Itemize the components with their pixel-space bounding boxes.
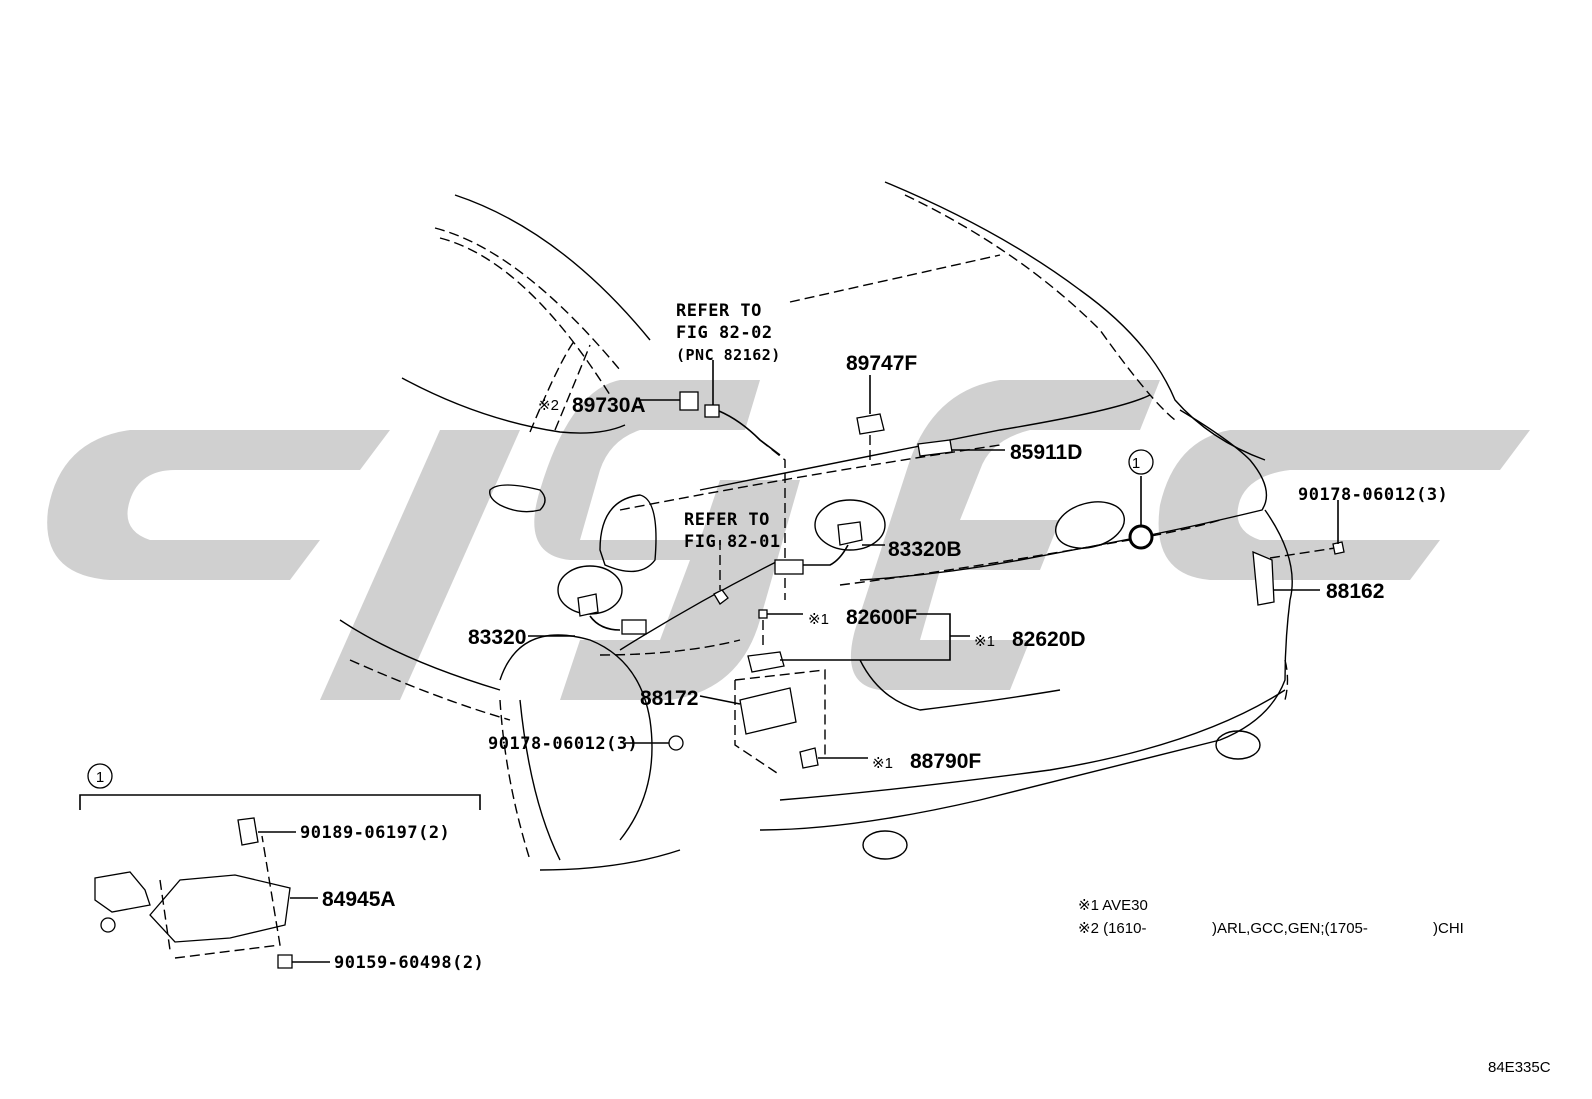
connector-89730A-shape bbox=[679, 391, 699, 411]
mark-82600F: ※1 bbox=[808, 611, 829, 628]
leader-lines bbox=[528, 360, 1339, 759]
parts-shapes bbox=[557, 391, 1345, 776]
sensor-83320B-shape bbox=[837, 521, 863, 546]
sensor-83320-shape bbox=[577, 593, 599, 617]
label-90178-left: 90178-06012(3) bbox=[488, 734, 638, 754]
label-89730A: 89730A bbox=[572, 394, 646, 417]
refer-82-02-line1: REFER TO bbox=[676, 301, 762, 321]
label-88172: 88172 bbox=[640, 687, 698, 710]
note-2b: )ARL,GCC,GEN;(1705- bbox=[1212, 920, 1368, 937]
inset-detail bbox=[79, 763, 481, 969]
mark-88790F: ※1 bbox=[872, 755, 893, 772]
note-1: ※1 AVE30 bbox=[1078, 897, 1148, 914]
diagram-code: 84E335C bbox=[1488, 1059, 1551, 1076]
vehicle-body-outline bbox=[339, 181, 1293, 871]
note-2c: )CHI bbox=[1433, 920, 1464, 937]
label-84945A: 84945A bbox=[322, 888, 396, 911]
label-82620D: 82620D bbox=[1012, 628, 1086, 651]
watermark-logo bbox=[47, 380, 1530, 700]
label-90159: 90159-60498(2) bbox=[334, 953, 484, 973]
part-89747F-shape bbox=[856, 413, 885, 435]
label-90178-right: 90178-06012(3) bbox=[1298, 485, 1448, 505]
note-2a: ※2 (1610- bbox=[1078, 920, 1146, 937]
label-83320: 83320 bbox=[468, 626, 526, 649]
part-85911D-shape bbox=[917, 439, 953, 457]
label-83320B: 83320B bbox=[888, 538, 962, 561]
mark-89730A: ※2 bbox=[538, 397, 559, 414]
module-88172-shape bbox=[739, 687, 797, 735]
callout-1-main: 1 bbox=[1132, 455, 1140, 472]
label-88162: 88162 bbox=[1326, 580, 1384, 603]
refer-82-02-line2: FIG 82-02 bbox=[676, 323, 773, 343]
refer-82-01-line1: REFER TO bbox=[684, 510, 770, 530]
label-89747F: 89747F bbox=[846, 352, 917, 375]
sensor-88162-shape bbox=[1252, 550, 1275, 606]
label-82600F: 82600F bbox=[846, 606, 917, 629]
refer-82-01-line2: FIG 82-01 bbox=[684, 532, 781, 552]
label-85911D: 85911D bbox=[1010, 441, 1082, 464]
refer-82-02-line3: (PNC 82162) bbox=[676, 346, 781, 364]
label-90189: 90189-06197(2) bbox=[300, 823, 450, 843]
label-88790F: 88790F bbox=[910, 750, 981, 773]
mark-82620D: ※1 bbox=[974, 633, 995, 650]
callout-1-inset: 1 bbox=[96, 769, 104, 786]
labels: REFER TO FIG 82-02 (PNC 82162) REFER TO … bbox=[96, 301, 1551, 1076]
